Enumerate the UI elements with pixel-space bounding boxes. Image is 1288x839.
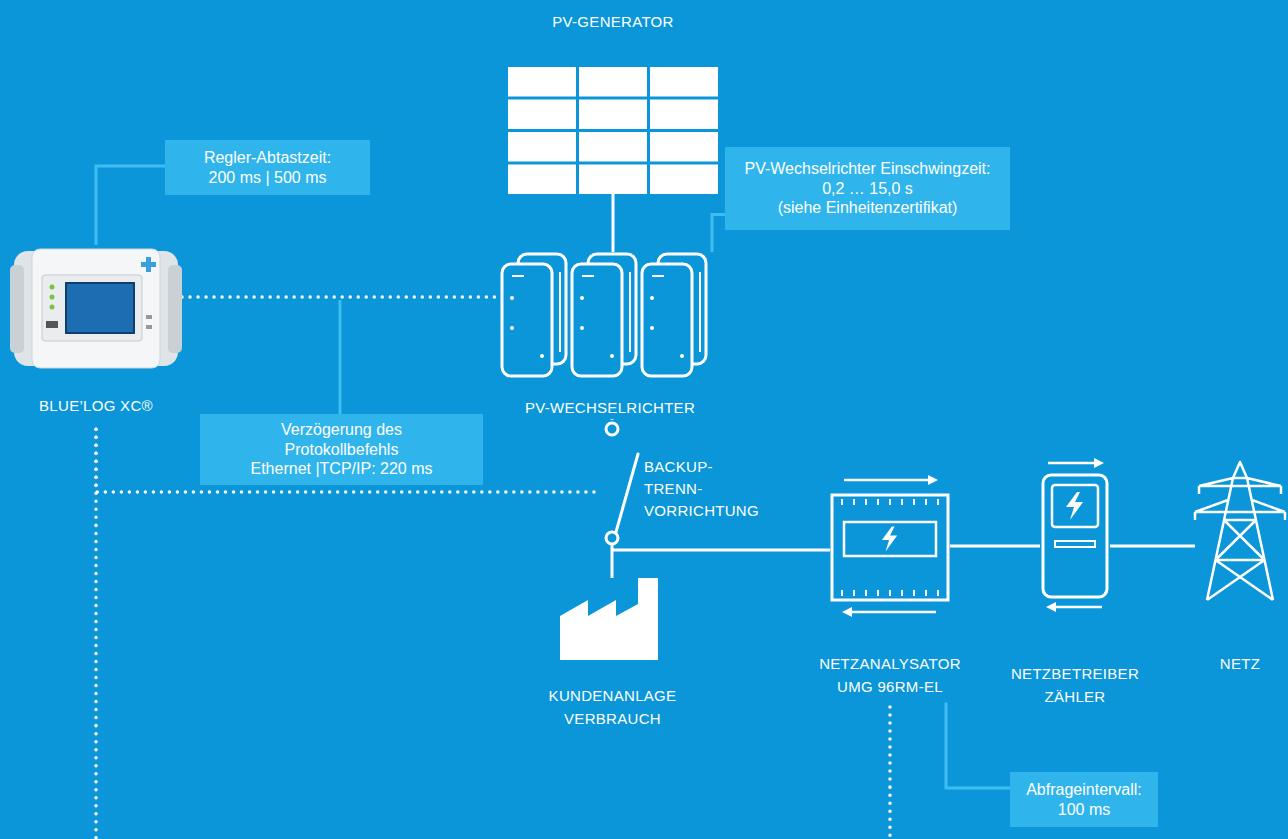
device-label: NETZANALYSATOR UMG 96RM-EL: [805, 652, 975, 699]
meter-icon: [1040, 455, 1110, 615]
leader-line: [712, 215, 725, 252]
pylon-icon: [1195, 460, 1285, 600]
backup-switch: BACKUP- TRENN- VORRICHTUNG: [598, 420, 626, 550]
device-label: NETZBETREIBER ZÄHLER: [1000, 662, 1150, 709]
callout-text: (siehe Einheitenzertifikat): [737, 198, 999, 218]
power-line: [612, 193, 615, 252]
power-line: [1110, 545, 1195, 548]
switch-symbol: [598, 420, 626, 550]
callout-box: Regler-Abtastzeit: 200 ms | 500 ms: [165, 140, 370, 195]
callout-box: PV-Wechselrichter Einschwingzeit: 0,2 … …: [725, 147, 1010, 230]
device-label: BACKUP- TRENN- VORRICHTUNG: [644, 456, 762, 521]
device-label: NETZ: [1190, 652, 1288, 675]
callout-box: Abfrageintervall: 100 ms: [1010, 772, 1158, 827]
power-line: [612, 549, 830, 552]
analyzer-icon: [830, 470, 950, 620]
pv-panel-icon: [508, 67, 718, 193]
callout-text: Ethernet |TCP/IP: 220 ms: [217, 459, 467, 479]
callout-text: Verzögerung des Protokollbefehls: [247, 420, 437, 459]
device-label: KUNDENANLAGE VERBRAUCH: [533, 684, 693, 731]
inverter-icon: [500, 252, 720, 378]
grid: NETZ: [1195, 460, 1285, 675]
inverter-group: PV-WECHSELRICHTER: [500, 252, 720, 419]
callout-text: Regler-Abtastzeit: 200 ms | 500 ms: [195, 148, 340, 187]
callout-text: Abfrageintervall: 100 ms: [1019, 780, 1149, 819]
factory-icon: [560, 578, 665, 660]
data-link: [96, 429, 890, 839]
generator: PV-GENERATOR: [508, 10, 718, 193]
power-line: [950, 545, 1040, 548]
controller-icon: [10, 245, 182, 372]
leader-line: [96, 166, 165, 245]
leader-line: [946, 703, 1010, 789]
utility-meter: NETZBETREIBER ZÄHLER: [1040, 455, 1110, 709]
device-label: BLUE’LOG XC®: [0, 394, 196, 417]
data-link: [182, 295, 500, 299]
power-line: [611, 550, 614, 578]
callout-text: PV-Wechselrichter Einschwingzeit: 0,2 … …: [737, 159, 999, 198]
device-label: PV-GENERATOR: [483, 10, 743, 33]
controller: BLUE’LOG XC®: [10, 245, 182, 429]
callout-box: Verzögerung des ProtokollbefehlsEthernet…: [200, 414, 483, 485]
leader-line: [339, 300, 342, 414]
consumer-plant: KUNDENANLAGE VERBRAUCH: [560, 578, 665, 731]
grid-analyzer: NETZANALYSATOR UMG 96RM-EL: [830, 470, 950, 703]
device-label: PV-WECHSELRICHTER: [480, 396, 740, 419]
power-line: [611, 418, 614, 422]
